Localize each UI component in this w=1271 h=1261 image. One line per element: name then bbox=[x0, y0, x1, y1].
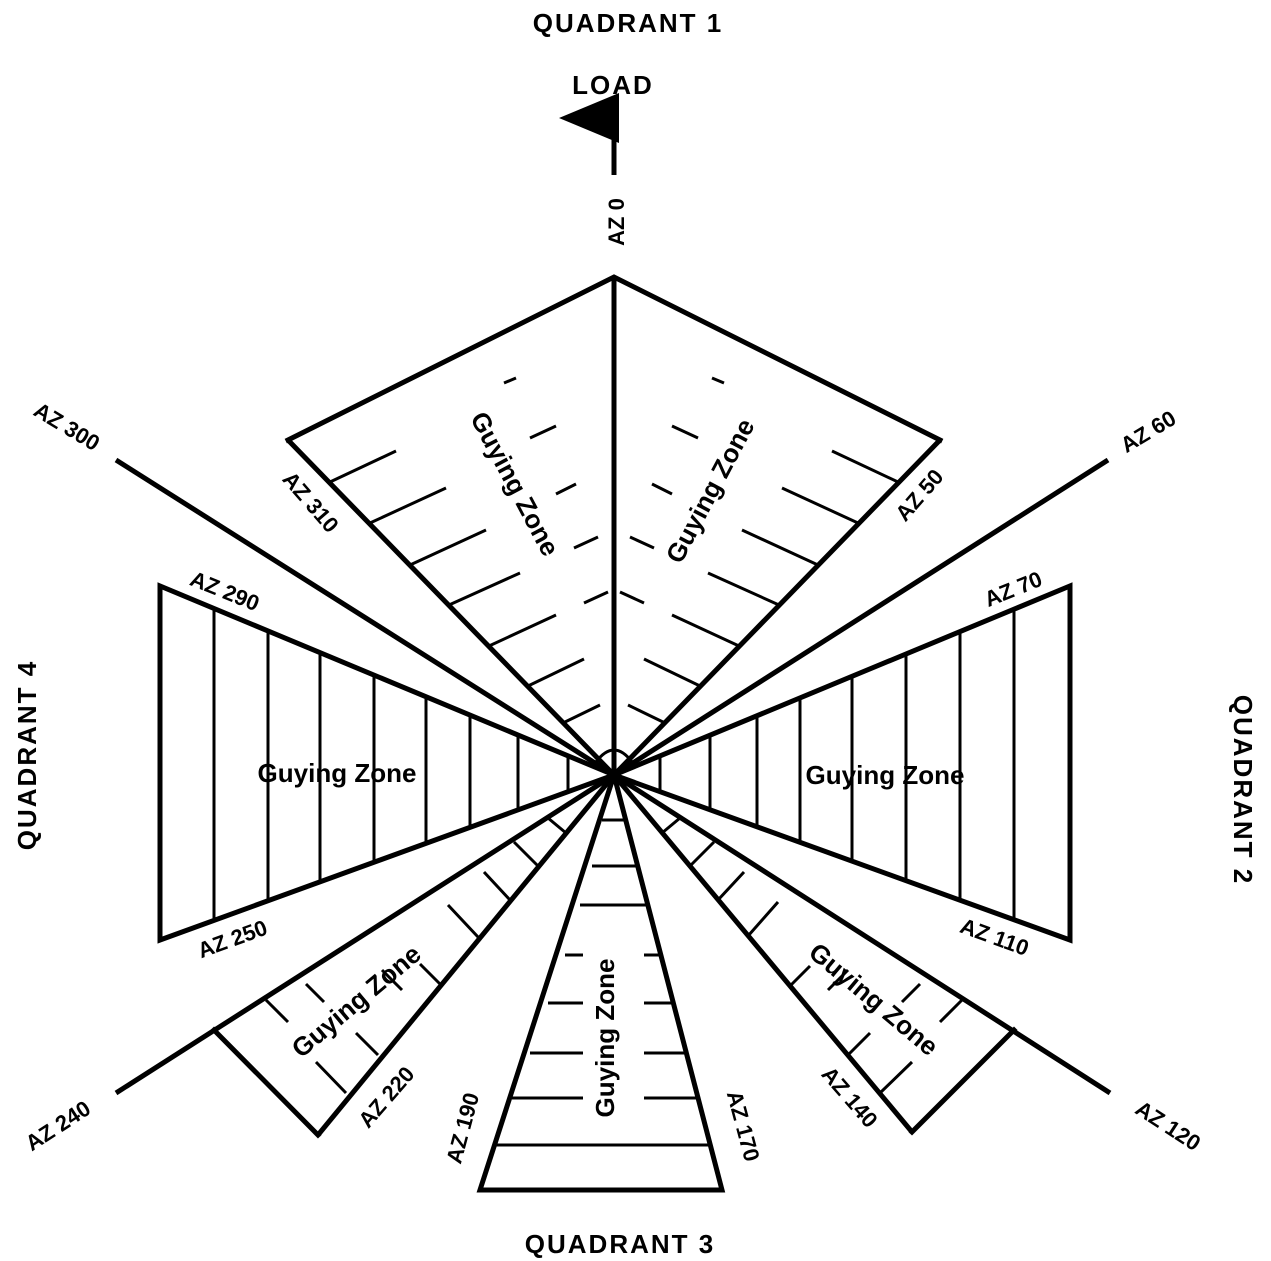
az-220-label: AZ 220 bbox=[353, 1062, 419, 1133]
southeast-guying-zone bbox=[612, 773, 1018, 1136]
load-label: LOAD bbox=[572, 70, 654, 100]
east-zone-hatching bbox=[658, 609, 1016, 920]
north-zone-hatching bbox=[329, 376, 899, 724]
west-zone-label: Guying Zone bbox=[258, 758, 417, 788]
az-240-label: AZ 240 bbox=[21, 1096, 95, 1156]
quadrant-1-label: QUADRANT 1 bbox=[533, 8, 723, 38]
az-170-label: AZ 170 bbox=[722, 1088, 765, 1164]
southwest-guying-zone bbox=[210, 773, 616, 1139]
quadrant-4-label: QUADRANT 4 bbox=[12, 660, 42, 850]
center-hub bbox=[594, 748, 634, 763]
az-60-ray bbox=[612, 457, 1110, 778]
north-guying-zone bbox=[284, 274, 944, 777]
az-190-label: AZ 190 bbox=[441, 1090, 484, 1166]
west-zone-hatching bbox=[212, 609, 570, 920]
east-zone-label: Guying Zone bbox=[806, 760, 965, 790]
south-zone-hatching bbox=[496, 818, 710, 1147]
az-50-label: AZ 50 bbox=[890, 464, 948, 526]
southwest-zone-end bbox=[210, 1026, 322, 1139]
north-right-zone-label: Guying Zone bbox=[660, 414, 761, 568]
southeast-zone-end bbox=[908, 1026, 1018, 1136]
southeast-zone-hatching bbox=[661, 816, 964, 1095]
az-120-label: AZ 120 bbox=[1131, 1096, 1205, 1156]
az-140-boundary bbox=[612, 773, 914, 1134]
southwest-zone-hatching bbox=[264, 816, 567, 1095]
az-220-boundary bbox=[316, 773, 616, 1137]
az-240-ray bbox=[114, 772, 616, 1096]
west-zone-outline bbox=[157, 582, 618, 944]
southeast-zone-label: Guying Zone bbox=[803, 937, 944, 1062]
south-guying-zone bbox=[476, 771, 726, 1193]
az-60-label: AZ 60 bbox=[1116, 405, 1180, 457]
az-290-label: AZ 290 bbox=[187, 566, 263, 616]
east-zone-outline bbox=[610, 582, 1073, 944]
az-300-label: AZ 300 bbox=[29, 397, 104, 456]
quadrant-2-label: QUADRANT 2 bbox=[1228, 695, 1258, 885]
southwest-zone-label: Guying Zone bbox=[286, 939, 427, 1064]
az-50-boundary bbox=[612, 438, 942, 777]
az-300-ray bbox=[114, 457, 616, 778]
az-70-label: AZ 70 bbox=[981, 566, 1046, 612]
az-120-ray bbox=[612, 772, 1112, 1096]
az-310-label: AZ 310 bbox=[278, 467, 344, 538]
az-310-boundary bbox=[286, 438, 616, 777]
quadrant-3-label: QUADRANT 3 bbox=[525, 1229, 715, 1259]
east-guying-zone bbox=[610, 582, 1073, 944]
south-zone-outline bbox=[476, 771, 726, 1193]
az-0-label: AZ 0 bbox=[604, 198, 629, 246]
az-140-label: AZ 140 bbox=[817, 1062, 883, 1133]
south-zone-label: Guying Zone bbox=[590, 959, 620, 1118]
west-guying-zone bbox=[157, 582, 618, 944]
